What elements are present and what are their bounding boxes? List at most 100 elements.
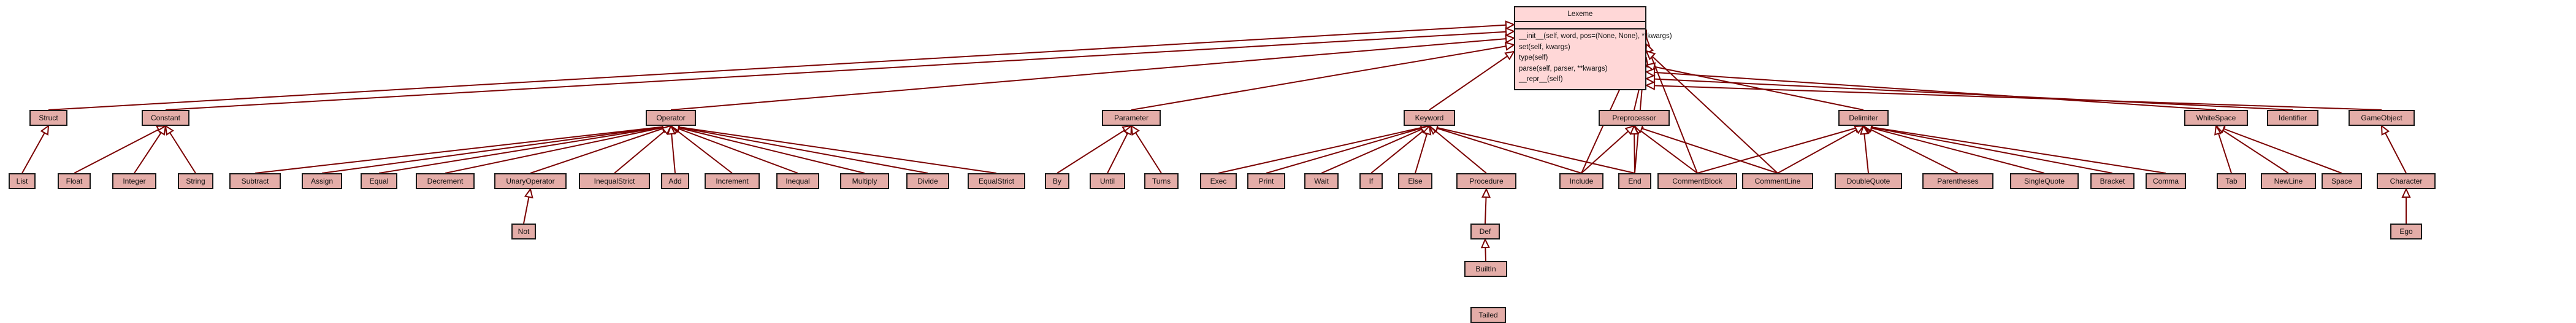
arrowhead-list-to-struct — [40, 124, 50, 136]
method-parse: parse(self, parser, **kwargs) — [1519, 64, 1608, 72]
edge-single-quote-to-delimiter — [1863, 125, 2045, 174]
edge-list-to-struct — [21, 125, 49, 174]
arrowhead-character-to-game-object — [2380, 124, 2390, 136]
class-divide[interactable]: Divide — [906, 173, 949, 189]
edge-inequal-to-operator — [670, 125, 798, 174]
class-equal[interactable]: Equal — [361, 173, 397, 189]
class-inequal[interactable]: Inequal — [776, 173, 819, 189]
class-game-object[interactable]: GameObject — [2349, 110, 2415, 126]
class-white-space[interactable]: WhiteSpace — [2184, 110, 2248, 126]
class-tab[interactable]: Tab — [2217, 173, 2246, 189]
arrowhead-ego-to-character — [2401, 187, 2411, 198]
edge-turns-to-parameter — [1131, 125, 1162, 174]
class-until[interactable]: Until — [1090, 173, 1125, 189]
class-space[interactable]: Space — [2322, 173, 2362, 189]
arrowhead-struct-to-root — [1505, 20, 1516, 30]
edge-comment-line-to-root — [1646, 50, 1778, 174]
class-by[interactable]: By — [1045, 173, 1069, 189]
class-double-quote[interactable]: DoubleQuote — [1835, 173, 1902, 189]
class-equal-strict[interactable]: EqualStrict — [968, 173, 1025, 189]
class-parentheses[interactable]: Parentheses — [1922, 173, 1993, 189]
edge-integer-to-constant — [134, 125, 166, 174]
class-procedure[interactable]: Procedure — [1456, 173, 1516, 189]
edge-character-to-game-object — [2381, 125, 2407, 174]
arrowhead-def-to-procedure — [1481, 187, 1491, 198]
class-float[interactable]: Float — [58, 173, 91, 189]
method-set: set(self, kwargs) — [1519, 43, 1570, 51]
class-keyword[interactable]: Keyword — [1404, 110, 1455, 126]
edge-delimiter-to-root — [1646, 64, 1864, 111]
class-character[interactable]: Character — [2377, 173, 2436, 189]
class-lexeme[interactable]: Lexeme __init__(self, word, pos=(None, N… — [1514, 6, 1672, 90]
edge-assign-to-operator — [321, 125, 671, 174]
arrowhead-else-to-keyword — [1422, 124, 1432, 136]
class-constant[interactable]: Constant — [142, 110, 189, 126]
class-multiply[interactable]: Multiply — [840, 173, 889, 189]
class-builtin[interactable]: BuiltIn — [1464, 261, 1507, 277]
arrowhead-white-space-to-root — [1645, 68, 1656, 77]
edge-equal-strict-to-operator — [670, 125, 997, 174]
class-exec[interactable]: Exec — [1200, 173, 1237, 189]
edge-parentheses-to-delimiter — [1863, 125, 1959, 174]
edge-subtract-to-operator — [254, 125, 671, 174]
class-identifier[interactable]: Identifier — [2267, 110, 2318, 126]
edge-print-to-keyword — [1266, 125, 1430, 174]
class-if[interactable]: If — [1359, 173, 1383, 189]
edge-decrement-to-operator — [445, 125, 671, 174]
edge-white-space-to-root — [1646, 71, 2217, 111]
edge-multiply-to-operator — [670, 125, 865, 174]
class-wait[interactable]: Wait — [1304, 173, 1339, 189]
class-struct[interactable]: Struct — [29, 110, 67, 126]
arrowhead-parameter-to-root — [1504, 41, 1516, 51]
class-assign[interactable]: Assign — [302, 173, 342, 189]
edge-comment-line-to-preprocessor — [1634, 125, 1778, 174]
class-new-line[interactable]: NewLine — [2261, 173, 2316, 189]
class-not[interactable]: Not — [511, 224, 536, 239]
class-comment-line[interactable]: CommentLine — [1742, 173, 1813, 189]
class-print[interactable]: Print — [1247, 173, 1285, 189]
class-else[interactable]: Else — [1398, 173, 1432, 189]
edge-end-to-keyword — [1429, 125, 1635, 174]
class-include[interactable]: Include — [1559, 173, 1603, 189]
edge-comment-block-to-root — [1646, 44, 1698, 174]
class-unary-operator[interactable]: UnaryOperator — [494, 173, 567, 189]
class-preprocessor[interactable]: Preprocessor — [1599, 110, 1670, 126]
edge-inequal-strict-to-operator — [614, 125, 671, 174]
class-subtract[interactable]: Subtract — [229, 173, 281, 189]
class-add[interactable]: Add — [661, 173, 689, 189]
class-delimiter[interactable]: Delimiter — [1838, 110, 1889, 126]
edge-game-object-to-root — [1646, 85, 2382, 111]
edge-comment-block-to-delimiter — [1697, 125, 1864, 174]
edge-procedure-to-keyword — [1429, 125, 1487, 174]
class-decrement[interactable]: Decrement — [416, 173, 475, 189]
edge-include-to-keyword — [1429, 125, 1582, 174]
class-tailed[interactable]: Tailed — [1470, 307, 1506, 323]
edge-space-to-white-space — [2215, 125, 2342, 174]
class-comment-block[interactable]: CommentBlock — [1657, 173, 1737, 189]
class-end[interactable]: End — [1618, 173, 1651, 189]
edge-divide-to-operator — [670, 125, 928, 174]
arrowhead-comment-line-to-delimiter — [1854, 125, 1865, 134]
class-bracket[interactable]: Bracket — [2090, 173, 2135, 189]
edge-wait-to-keyword — [1321, 125, 1430, 174]
edge-parameter-to-root — [1131, 44, 1515, 111]
class-string[interactable]: String — [178, 173, 213, 189]
class-operator[interactable]: Operator — [646, 110, 696, 126]
class-parameter[interactable]: Parameter — [1102, 110, 1161, 126]
class-def[interactable]: Def — [1470, 224, 1500, 239]
arrowhead-integer-to-constant — [156, 125, 167, 136]
edge-operator-to-root — [670, 37, 1515, 111]
edge-string-to-constant — [165, 125, 196, 174]
class-integer[interactable]: Integer — [112, 173, 156, 189]
class-inequal-strict[interactable]: InequalStrict — [579, 173, 650, 189]
arrowhead-comment-line-to-root — [1645, 50, 1656, 61]
edge-constant-to-root — [165, 31, 1515, 111]
class-comma[interactable]: Comma — [2146, 173, 2186, 189]
class-turns[interactable]: Turns — [1144, 173, 1179, 189]
class-ego[interactable]: Ego — [2390, 224, 2422, 239]
class-increment[interactable]: Increment — [705, 173, 760, 189]
class-list[interactable]: List — [9, 173, 36, 189]
edge-if-to-keyword — [1370, 125, 1430, 174]
class-single-quote[interactable]: SingleQuote — [2010, 173, 2079, 189]
edge-bracket-to-delimiter — [1863, 125, 2113, 174]
